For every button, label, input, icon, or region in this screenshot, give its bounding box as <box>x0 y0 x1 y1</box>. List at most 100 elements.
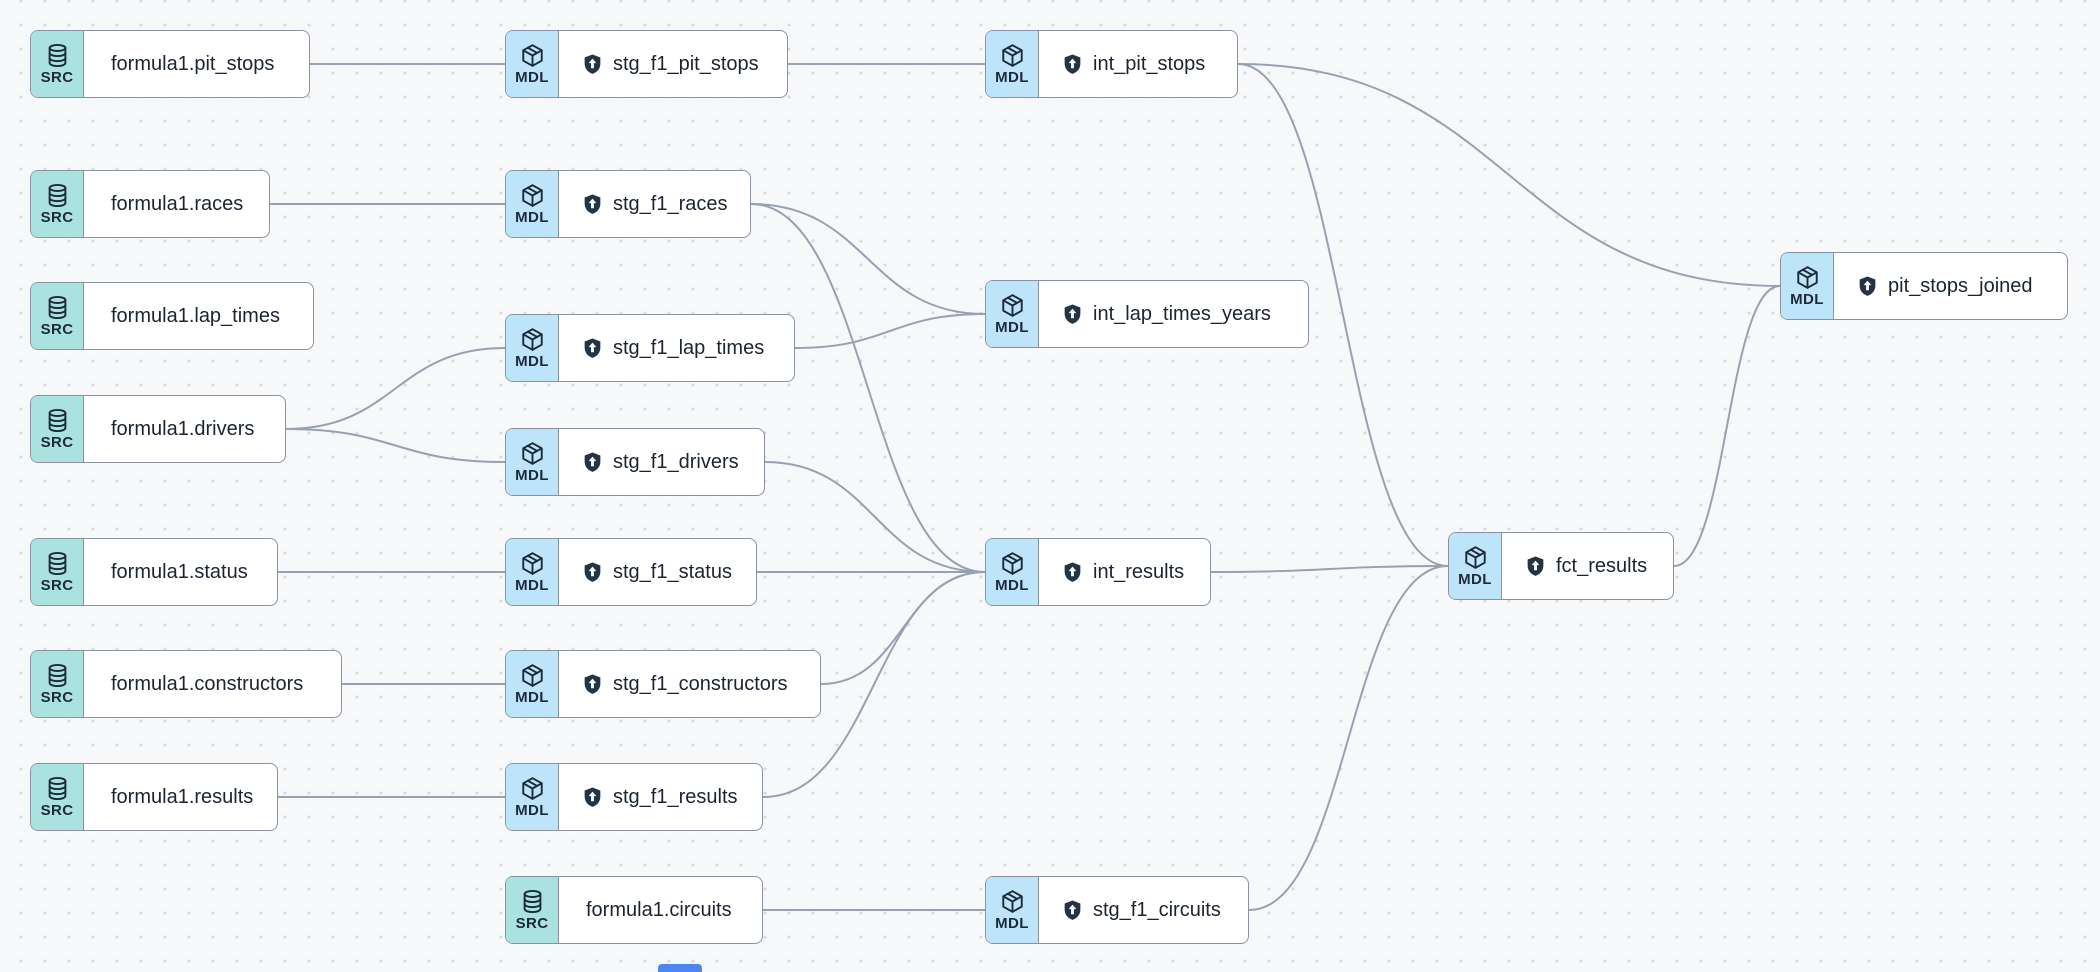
node-body: stg_f1_constructors <box>559 651 820 717</box>
source-badge: SRC <box>506 877 559 943</box>
node-label: pit_stops_joined <box>1888 275 2033 297</box>
database-icon <box>48 551 66 576</box>
cube-icon <box>521 184 543 207</box>
shield-icon <box>1064 304 1081 324</box>
node-stg_f1_drivers[interactable]: MDL stg_f1_drivers <box>505 428 765 496</box>
node-body: pit_stops_joined <box>1834 253 2067 319</box>
node-int_lap_times_years[interactable]: MDL int_lap_times_years <box>985 280 1309 348</box>
node-body: stg_f1_drivers <box>559 429 764 495</box>
node-label: int_pit_stops <box>1093 53 1206 75</box>
node-body: formula1.results <box>84 764 277 830</box>
source-badge: SRC <box>31 171 84 237</box>
database-icon <box>48 295 66 320</box>
node-label: formula1.circuits <box>586 899 732 921</box>
node-formula1.status[interactable]: SRC formula1.status <box>30 538 278 606</box>
edge-int_pit_stops-fct_results <box>1237 63 1449 567</box>
node-body: stg_f1_results <box>559 764 762 830</box>
node-label: formula1.status <box>111 561 248 583</box>
edge-stg_lap_times-int_lap_times_years <box>794 313 986 349</box>
shield-icon <box>584 562 601 582</box>
node-stg_f1_circuits[interactable]: MDL stg_f1_circuits <box>985 876 1249 944</box>
node-label: stg_f1_pit_stops <box>613 53 759 75</box>
node-body: formula1.lap_times <box>84 283 313 349</box>
model-badge: MDL <box>986 281 1039 347</box>
cube-icon <box>521 777 543 800</box>
cube-icon <box>1001 552 1023 575</box>
cube-icon <box>1001 44 1023 67</box>
node-body: formula1.races <box>84 171 269 237</box>
badge-label: MDL <box>515 802 549 819</box>
model-badge: MDL <box>506 764 559 830</box>
edge-stg_constructors-int_results <box>820 571 986 685</box>
node-label: int_lap_times_years <box>1093 303 1271 325</box>
node-label: formula1.results <box>111 786 254 808</box>
node-stg_f1_results[interactable]: MDL stg_f1_results <box>505 763 763 831</box>
badge-label: SRC <box>40 434 74 451</box>
node-label: formula1.pit_stops <box>111 53 275 75</box>
source-badge: SRC <box>31 539 84 605</box>
model-badge: MDL <box>1449 533 1502 599</box>
shield-icon <box>1064 900 1081 920</box>
cube-icon <box>521 552 543 575</box>
node-body: int_pit_stops <box>1039 31 1237 97</box>
model-badge: MDL <box>986 31 1039 97</box>
node-formula1.circuits[interactable]: SRC formula1.circuits <box>505 876 763 944</box>
edge-src_drivers-stg_lap_times <box>285 347 506 430</box>
node-label: stg_f1_drivers <box>613 451 739 473</box>
model-badge: MDL <box>986 539 1039 605</box>
source-badge: SRC <box>31 396 84 462</box>
node-formula1.drivers[interactable]: SRC formula1.drivers <box>30 395 286 463</box>
shield-icon <box>1064 54 1081 74</box>
badge-label: MDL <box>515 689 549 706</box>
node-int_results[interactable]: MDL int_results <box>985 538 1211 606</box>
node-stg_f1_lap_times[interactable]: MDL stg_f1_lap_times <box>505 314 795 382</box>
source-badge: SRC <box>31 283 84 349</box>
database-icon <box>48 776 66 801</box>
shield-icon <box>584 54 601 74</box>
node-fct_results[interactable]: MDL fct_results <box>1448 532 1674 600</box>
node-label: stg_f1_constructors <box>613 673 788 695</box>
shield-icon <box>1859 276 1876 296</box>
badge-label: SRC <box>515 915 549 932</box>
model-badge: MDL <box>506 429 559 495</box>
node-body: formula1.pit_stops <box>84 31 309 97</box>
node-label: stg_f1_circuits <box>1093 899 1221 921</box>
shield-icon <box>584 787 601 807</box>
shield-icon <box>584 338 601 358</box>
node-label: int_results <box>1093 561 1185 583</box>
edge-stg_results-int_results <box>762 571 986 798</box>
node-formula1.pit_stops[interactable]: SRC formula1.pit_stops <box>30 30 310 98</box>
node-int_pit_stops[interactable]: MDL int_pit_stops <box>985 30 1238 98</box>
database-icon <box>48 183 66 208</box>
badge-label: SRC <box>40 69 74 86</box>
node-formula1.races[interactable]: SRC formula1.races <box>30 170 270 238</box>
partially-visible-element <box>658 964 702 972</box>
node-stg_f1_constructors[interactable]: MDL stg_f1_constructors <box>505 650 821 718</box>
badge-label: MDL <box>515 467 549 484</box>
source-badge: SRC <box>31 651 84 717</box>
badge-label: MDL <box>515 69 549 86</box>
shield-icon <box>584 194 601 214</box>
badge-label: SRC <box>40 209 74 226</box>
cube-icon <box>1464 546 1486 569</box>
node-stg_f1_pit_stops[interactable]: MDL stg_f1_pit_stops <box>505 30 788 98</box>
edge-stg_drivers-int_results <box>764 461 986 573</box>
node-label: formula1.races <box>111 193 244 215</box>
node-body: stg_f1_status <box>559 539 756 605</box>
model-badge: MDL <box>506 315 559 381</box>
node-label: formula1.drivers <box>111 418 255 440</box>
node-body: stg_f1_lap_times <box>559 315 794 381</box>
node-body: int_lap_times_years <box>1039 281 1308 347</box>
model-badge: MDL <box>986 877 1039 943</box>
badge-label: MDL <box>515 353 549 370</box>
node-label: fct_results <box>1556 555 1648 577</box>
cube-icon <box>521 328 543 351</box>
